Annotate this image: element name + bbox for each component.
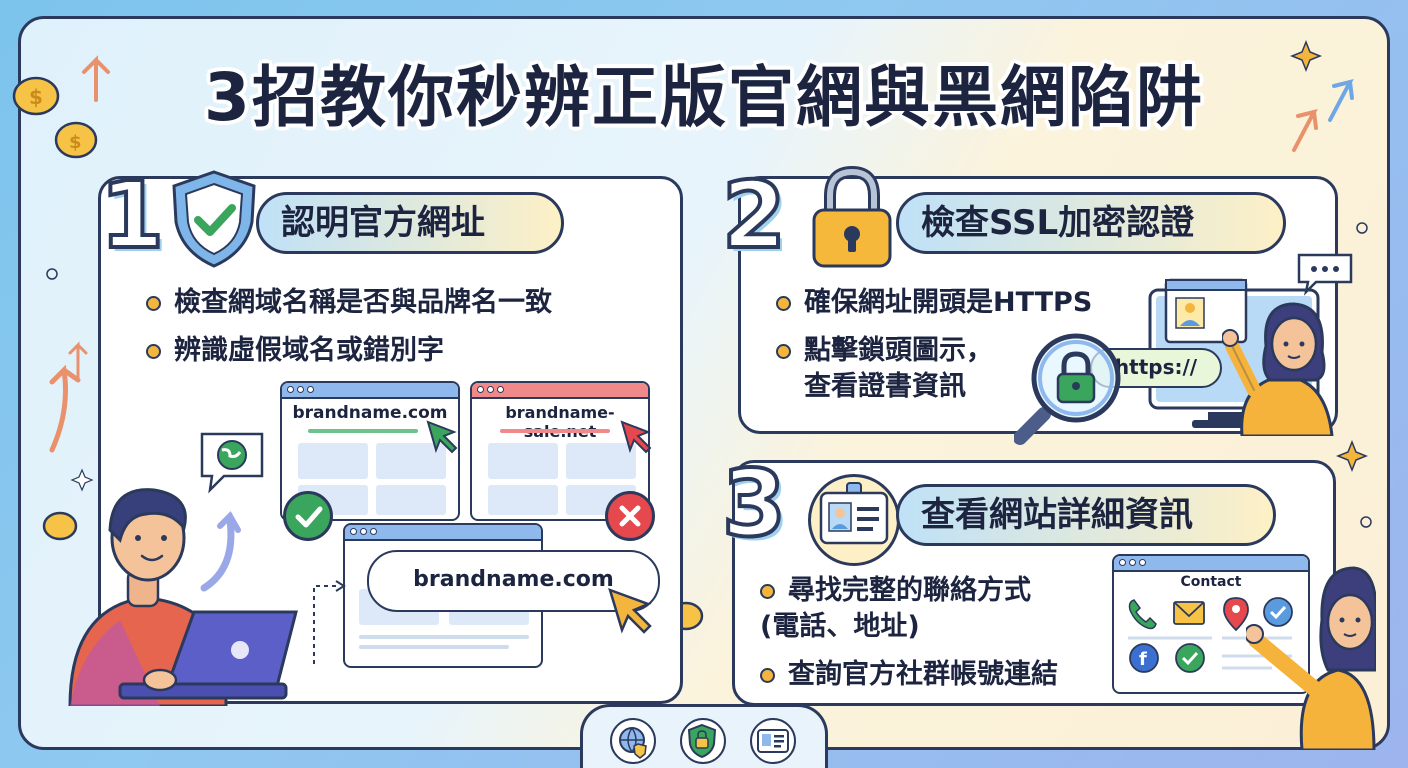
dot-decoration <box>1360 516 1372 528</box>
dashed-arrow <box>313 580 346 664</box>
coin-icon: $ <box>12 76 60 116</box>
list-item: 辨識虛假域名或錯別字 <box>146 334 552 368</box>
id-card-small-icon <box>750 718 796 764</box>
globe-chat-icon <box>200 432 264 494</box>
arrow-up-icon <box>1292 108 1318 152</box>
man-with-laptop-illustration <box>68 488 298 706</box>
bottom-icon-tab <box>580 704 828 768</box>
woman-pointing-illustration <box>1222 302 1334 436</box>
sparkle-icon <box>1335 439 1369 473</box>
shield-lock-icon <box>680 718 726 764</box>
list-item: 尋找完整的聯絡方式 <box>760 574 1058 608</box>
dot-decoration <box>1356 222 1368 234</box>
list-item: 檢查網域名稱是否與品牌名一致 <box>146 286 552 320</box>
check-badge-icon <box>1175 643 1205 673</box>
list-item: 確保網址開頭是HTTPS <box>776 286 1092 320</box>
section-3-heading: 查看網站詳細資訊 <box>896 484 1276 546</box>
check-circle-icon <box>283 491 333 541</box>
mail-icon <box>1173 601 1205 625</box>
phone-icon <box>1128 599 1157 630</box>
section-1-heading: 認明官方網址 <box>256 192 564 254</box>
list-item: (電話、地址) <box>760 610 920 642</box>
page-title: 3招教你秒辨正版官網與黑網陷阱 <box>204 59 1204 136</box>
arrow-up-icon <box>49 364 81 453</box>
section-2-bullets: 確保網址開頭是HTTPS 點擊鎖頭圖示， 查看證書資訊 <box>776 286 1092 417</box>
verified-badge-icon <box>1263 597 1293 627</box>
section-3-bullets: 尋找完整的聯絡方式 (電話、地址) 查詢官方社群帳號連結 <box>760 574 1058 705</box>
map-pin-icon <box>1223 597 1249 632</box>
fake-url: brandname-sale.net <box>505 403 615 441</box>
address-bar: brandname.com <box>367 550 660 612</box>
arrow-up-icon <box>68 341 88 382</box>
shield-check-icon <box>172 170 256 268</box>
cursor-icon <box>608 587 652 634</box>
section-1-bullets: 檢查網域名稱是否與品牌名一致 辨識虛假域名或錯別字 <box>146 286 552 382</box>
woman-pointing-illustration <box>1246 566 1376 750</box>
official-site-window: brandname.com <box>280 381 460 521</box>
list-item: 點擊鎖頭圖示， <box>776 334 1092 368</box>
id-card-icon <box>808 474 900 566</box>
section-2-number: 2 <box>720 162 788 269</box>
contact-label: Contact <box>1180 574 1242 590</box>
list-item: 查看證書資訊 <box>804 370 966 402</box>
contact-icons: f <box>1128 597 1293 673</box>
arrow-up-icon <box>82 55 110 102</box>
globe-shield-icon <box>610 718 656 764</box>
dot-decoration <box>46 268 58 280</box>
coin-icon <box>42 511 78 541</box>
coin-icon: $ <box>54 121 98 159</box>
list-item: 查詢官方社群帳號連結 <box>760 658 1058 692</box>
padlock-icon <box>812 166 892 268</box>
cursor-icon <box>620 420 652 454</box>
svg-text:f: f <box>1139 649 1147 670</box>
magnifier-lock-icon <box>1014 333 1121 445</box>
section-3-number: 3 <box>720 450 788 557</box>
cross-circle-icon <box>605 491 655 541</box>
arrow-loop-icon <box>200 511 241 592</box>
sparkle-icon <box>70 468 94 492</box>
facebook-icon: f <box>1129 643 1159 673</box>
section-2-heading: 檢查SSL加密認證 <box>896 192 1286 254</box>
section-1-number: 1 <box>98 162 166 269</box>
chat-bubble-icon <box>1297 253 1353 296</box>
svg-text:$: $ <box>29 85 43 109</box>
arrow-up-icon <box>1328 78 1354 122</box>
cursor-icon <box>426 420 458 454</box>
official-url: brandname.com <box>292 403 448 423</box>
sparkle-icon <box>1289 39 1323 73</box>
svg-text:$: $ <box>69 132 82 153</box>
